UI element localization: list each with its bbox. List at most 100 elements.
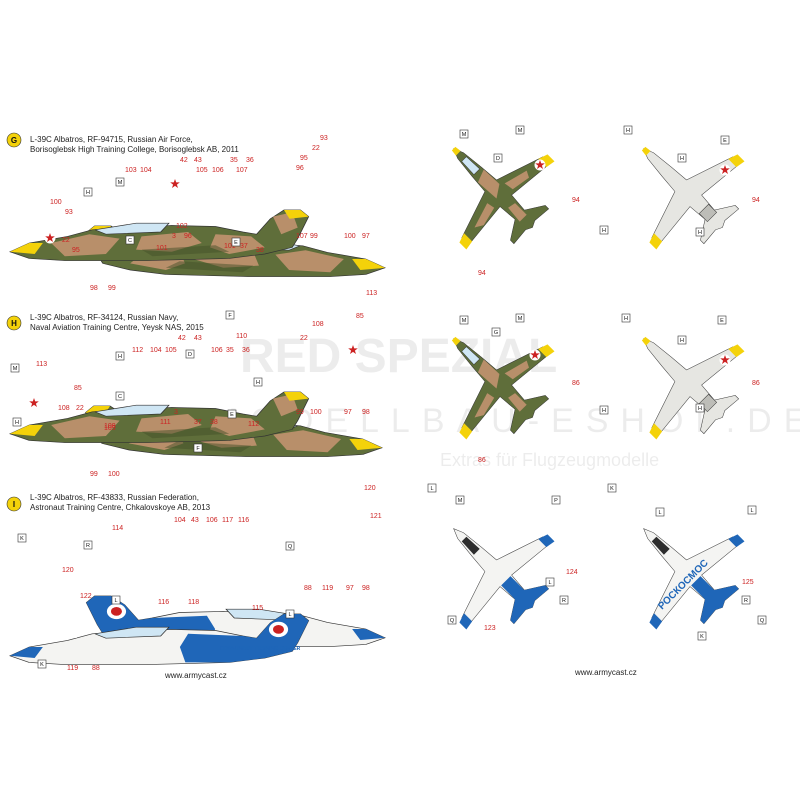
variant-i-plan-box: Q [757,615,767,625]
variant-g-callout-number: 100 [344,233,356,240]
variant-i-callout-number: 97 [346,585,354,592]
variant-h-callout-box: H [115,351,125,361]
variant-g-callout-number: 104 [140,167,152,174]
variant-i-plan-number: 124 [566,569,578,576]
variant-g-callout-number: 95 [72,247,80,254]
variant-i-callout-box: L [285,609,295,619]
variant-i: I L-39C Albatros, RF-43833, Russian Fede… [6,484,767,666]
variant-g-star-right [169,178,181,190]
variant-g-callout-box: E [231,237,241,247]
variant-i-bottom-view [599,484,767,652]
variant-i-caption-1: L-39C Albatros, RF-43833, Russian Federa… [30,493,199,502]
variant-g-letter: G [11,136,17,145]
variant-h-letter: H [11,319,17,328]
variant-i-plan-box: L [545,577,555,587]
variant-g-callout-number: 98 [90,285,98,292]
variant-h-plan-box: G [491,327,501,337]
variant-i-callout-number: 106 [206,517,218,524]
variant-i-callout-number: 121 [370,513,382,520]
variant-g-callout-number: 105 [196,167,208,174]
variant-i-callout-number: 43 [191,517,199,524]
variant-i-school-text: COSMONAUT TRAINING CENTER [220,646,301,652]
variant-h-callout-number: 22 [300,335,308,342]
variant-i-plan-box: M [455,495,465,505]
variant-h-callout-box: M [10,363,20,373]
variant-i-callout-number: 122 [80,593,92,600]
variant-i-plan-box: Q [447,615,457,625]
variant-i-code-left: RF-43833 [38,630,78,640]
variant-h-callout-number: 42 [178,335,186,342]
variant-h-plan-number: 86 [478,457,486,464]
variant-h-callout-box: F [193,443,203,453]
variant-i-caption-2: Astronaut Training Centre, Chkalovskoye … [30,503,211,512]
variant-h-callout-number: 38 [210,419,218,426]
svg-text:L: L [430,486,433,492]
svg-text:H: H [680,156,684,162]
variant-g-profile-left [9,209,310,262]
variant-g-plan-box: M [515,125,525,135]
variant-g-callout-number: 97 [362,233,370,240]
variant-h-top-star [529,349,541,361]
variant-g-callout-number: 106 [212,167,224,174]
variant-g-callout-number: 42 [180,157,188,164]
variant-h-callout-number: 97 [344,409,352,416]
variant-h-callout-number: 109 [104,423,116,430]
variant-h-callout-number: 22 [76,405,84,412]
svg-text:K: K [610,486,614,492]
svg-text:R: R [562,598,566,604]
variant-g-plan-box: D [493,153,503,163]
svg-text:H: H [602,228,606,234]
variant-i-plan-box: L [747,505,757,515]
variant-h-callout-number: 85 [356,313,364,320]
variant-g-callout-number: 93 [320,135,328,142]
variant-g-plan-box: E [720,135,730,145]
variant-i-plan-box: K [697,631,707,641]
variant-h-callout-box: D [185,349,195,359]
variant-h-callout-box: H [12,417,22,427]
variant-h-plan-box: H [599,405,609,415]
variant-g-star-left [44,232,56,244]
variant-i-letter: I [13,500,15,509]
variant-g-callout-number: 101 [156,245,168,252]
variant-h-star-right [347,344,359,356]
variant-h-plan-number: 86 [572,380,580,387]
variant-i-callout-number: 104 [174,517,186,524]
variant-h-callout-number: 113 [366,290,377,297]
variant-g-plan-number: 94 [752,197,760,204]
variant-g-plan-box: H [695,227,705,237]
variant-g-callout-number: 43 [194,157,202,164]
variant-i-callout-number: 119 [67,665,78,672]
variant-g-callout-number: 101 [224,243,236,250]
footer-url-left: www.armycast.cz [164,671,227,680]
svg-text:C: C [128,238,132,244]
variant-i-callout-number: 118 [188,599,199,606]
variant-h-plan-box: H [677,335,687,345]
svg-text:G: G [494,330,498,336]
variant-g-callout-number: 36 [246,157,254,164]
svg-text:E: E [723,138,727,144]
variant-h-callout-number: 106 [211,347,223,354]
svg-text:Q: Q [760,618,765,624]
variant-g-bottom-star [719,164,731,176]
variant-h-plan-number: 86 [752,380,760,387]
svg-text:H: H [118,354,122,360]
variant-h-callout-number: 105 [165,347,177,354]
variant-h-callout-number: 110 [236,333,247,340]
variant-g-plan-number: 94 [572,197,580,204]
variant-g-callout-number: 3 [172,233,176,240]
variant-h-callout-number: 35 [226,347,234,354]
variant-h-callout-number: 98 [362,409,370,416]
variant-h-star-left [28,397,40,409]
variant-g: G L-39C Albatros, RF-94715, Russian Air … [6,104,767,297]
variant-h-plan-box: M [515,313,525,323]
variant-g-caption-1: L-39C Albatros, RF-94715, Russian Air Fo… [30,135,193,144]
variant-i-callout-number: 115 [252,605,263,612]
svg-text:D: D [496,156,500,162]
variant-i-callout-number: 116 [238,517,249,524]
variant-g-callout-box: M [115,177,125,187]
variant-g-badge [6,132,22,148]
variant-i-plan-box: L [655,507,665,517]
variant-g-callout-box: C [125,235,135,245]
svg-text:M: M [462,132,467,138]
